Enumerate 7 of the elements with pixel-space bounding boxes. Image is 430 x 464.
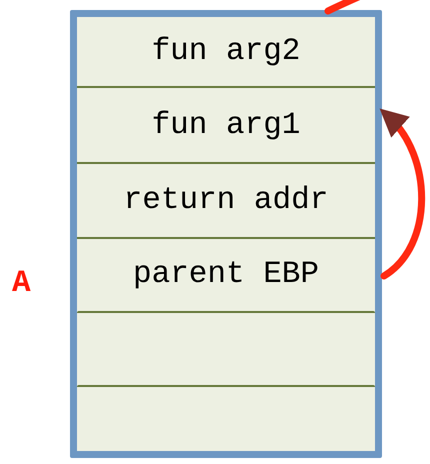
stack-box xyxy=(70,10,382,458)
slot-label: fun arg1 xyxy=(152,110,300,140)
slot-label: fun arg2 xyxy=(152,36,300,68)
pointer-label: A xyxy=(12,268,31,299)
slot-label: return addr xyxy=(124,184,328,216)
arrow xyxy=(380,108,426,280)
slot-label: parent EBP xyxy=(132,259,320,290)
